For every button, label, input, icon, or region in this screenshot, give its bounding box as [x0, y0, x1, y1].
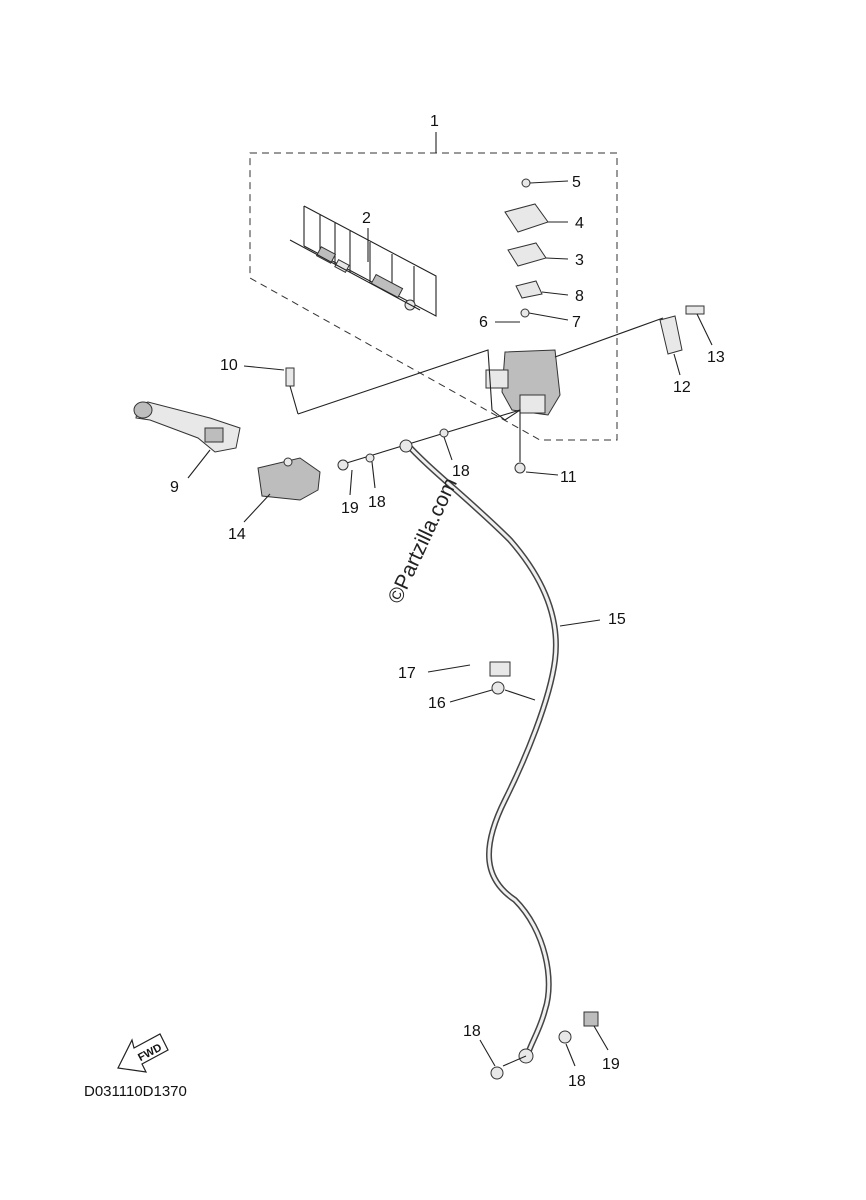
bolt-13 — [685, 305, 705, 315]
hose-clamp-16 — [489, 661, 511, 677]
callout-10: 10 — [220, 357, 238, 374]
washer-18-bottom-b — [558, 1030, 572, 1044]
callout-14: 14 — [228, 526, 246, 543]
callout-16: 16 — [428, 695, 446, 712]
callout-17: 17 — [398, 665, 416, 682]
callout-7: 7 — [572, 314, 581, 331]
reservoir-cap-parts — [504, 178, 549, 318]
component-14 — [257, 457, 321, 501]
callout-12: 12 — [673, 379, 691, 396]
callout-3: 3 — [575, 252, 584, 269]
callout-18-d: 18 — [568, 1073, 586, 1090]
forward-arrow-icon: FWD — [117, 1033, 169, 1073]
callout-15: 15 — [608, 611, 626, 628]
brake-lever-9 — [133, 401, 241, 453]
callout-11: 11 — [560, 469, 577, 486]
callout-18-b: 18 — [452, 463, 470, 480]
bolt-19-bottom — [583, 1011, 599, 1027]
callout-4: 4 — [575, 215, 584, 232]
assembly-boundary — [249, 152, 618, 441]
callout-19-b: 19 — [602, 1056, 620, 1073]
callout-5: 5 — [572, 174, 581, 191]
drawing-code: D031110D1370 — [84, 1083, 187, 1100]
master-cylinder-body — [485, 349, 561, 416]
nut-11 — [514, 462, 526, 474]
watermark: ©Partzilla.com — [384, 474, 462, 607]
washer-18-bottom-a — [490, 1066, 504, 1080]
callout-18-c: 18 — [463, 1023, 481, 1040]
bolt-19-top — [337, 459, 349, 471]
washer-18-top-a — [365, 453, 375, 463]
callout-18-a: 18 — [368, 494, 386, 511]
callout-19-a: 19 — [341, 500, 359, 517]
callout-1: 1 — [430, 113, 439, 130]
bolt-10 — [285, 367, 295, 387]
callout-2: 2 — [362, 210, 371, 227]
callout-6: 6 — [479, 314, 488, 331]
callout-9: 9 — [170, 479, 179, 496]
bracket-12 — [659, 315, 683, 355]
piston-kit — [289, 205, 437, 317]
callout-8: 8 — [575, 288, 584, 305]
callout-13: 13 — [707, 349, 725, 366]
washer-18-top-b — [439, 428, 449, 438]
